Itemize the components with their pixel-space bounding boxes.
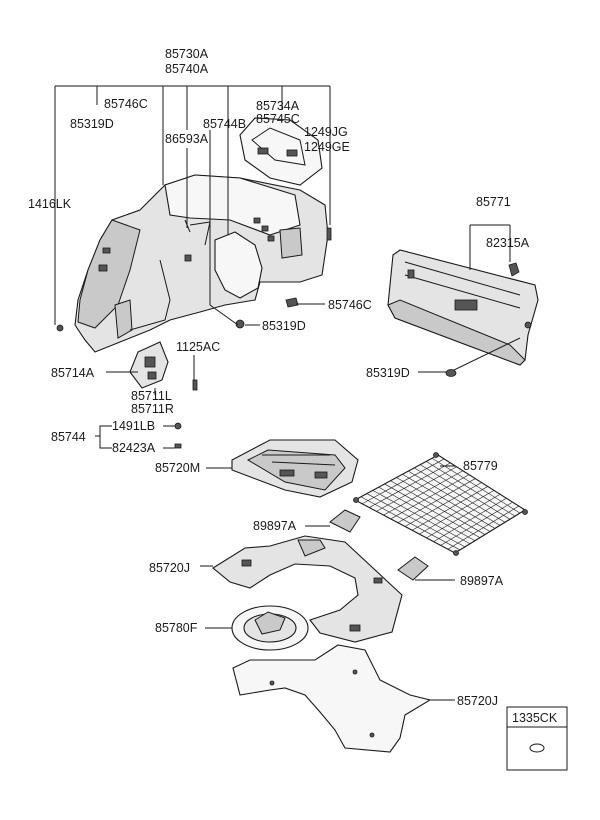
label-1335ck: 1335CK	[512, 711, 558, 725]
label-1249jg: 1249JG	[304, 125, 348, 139]
label-85319d-mid: 85319D	[262, 319, 306, 333]
label-85319d-right: 85319D	[366, 366, 410, 380]
cargo-net	[353, 452, 528, 556]
label-85319d-top: 85319D	[70, 117, 114, 131]
label-89897a-left: 89897A	[253, 519, 297, 533]
quarter-trim-panel	[74, 174, 329, 353]
floor-mat-lower	[232, 644, 455, 753]
label-85745c: 85745C	[256, 112, 300, 126]
net-strand	[419, 490, 495, 535]
net-strand	[408, 470, 501, 526]
label-85711r: 85711R	[131, 402, 174, 416]
net-strand	[411, 486, 488, 531]
label-1416lk: 1416LK	[28, 197, 72, 211]
retainer-clips	[305, 509, 455, 581]
label-89897a-right: 89897A	[460, 574, 504, 588]
net-strand	[431, 457, 521, 514]
label-85746c-top: 85746C	[104, 97, 148, 111]
label-85714a: 85714A	[51, 366, 95, 380]
label-85740a: 85740A	[165, 62, 209, 76]
fasteners-left	[56, 219, 332, 449]
label-82315a: 82315A	[486, 236, 530, 250]
label-1249ge: 1249GE	[304, 140, 350, 154]
upper-trim-cover	[239, 117, 323, 186]
net-strand	[447, 505, 519, 550]
label-85744b: 85744B	[203, 117, 246, 131]
part-1335ck-box	[506, 706, 568, 771]
label-85711l: 85711L	[131, 389, 172, 403]
luggage-side-panel	[387, 249, 539, 366]
label-85746c-mid: 85746C	[328, 298, 372, 312]
leader-lines-left	[54, 85, 331, 449]
net-strand	[414, 467, 506, 523]
trim-bracket	[129, 341, 169, 389]
label-85720m: 85720M	[155, 461, 200, 475]
label-85720j-lower: 85720J	[457, 694, 498, 708]
label-85720j-upper: 85720J	[149, 561, 190, 575]
label-85771: 85771	[476, 195, 511, 209]
net-strand	[420, 464, 511, 520]
net-strand	[404, 482, 482, 527]
floor-trim-upper	[200, 535, 403, 643]
label-85730a: 85730A	[165, 47, 209, 61]
label-1125ac: 1125AC	[176, 340, 220, 354]
label-85780f: 85780F	[155, 621, 198, 635]
label-86593a: 86593A	[165, 132, 209, 146]
net-strand	[402, 474, 496, 529]
label-1491lb: 1491LB	[112, 419, 155, 433]
net-strand	[440, 501, 513, 546]
plug-icon	[529, 743, 545, 753]
net-strand	[426, 494, 501, 539]
label-85744: 85744	[51, 430, 86, 444]
label-85734a: 85734A	[256, 99, 300, 113]
spare-tire-tray	[205, 605, 309, 651]
luggage-cover-board	[206, 439, 359, 498]
net-strand	[433, 497, 507, 542]
leader-lines-right-panel	[418, 224, 521, 377]
label-85779: 85779	[463, 459, 498, 473]
label-82423a: 82423A	[112, 441, 156, 455]
net-strand	[425, 461, 516, 517]
